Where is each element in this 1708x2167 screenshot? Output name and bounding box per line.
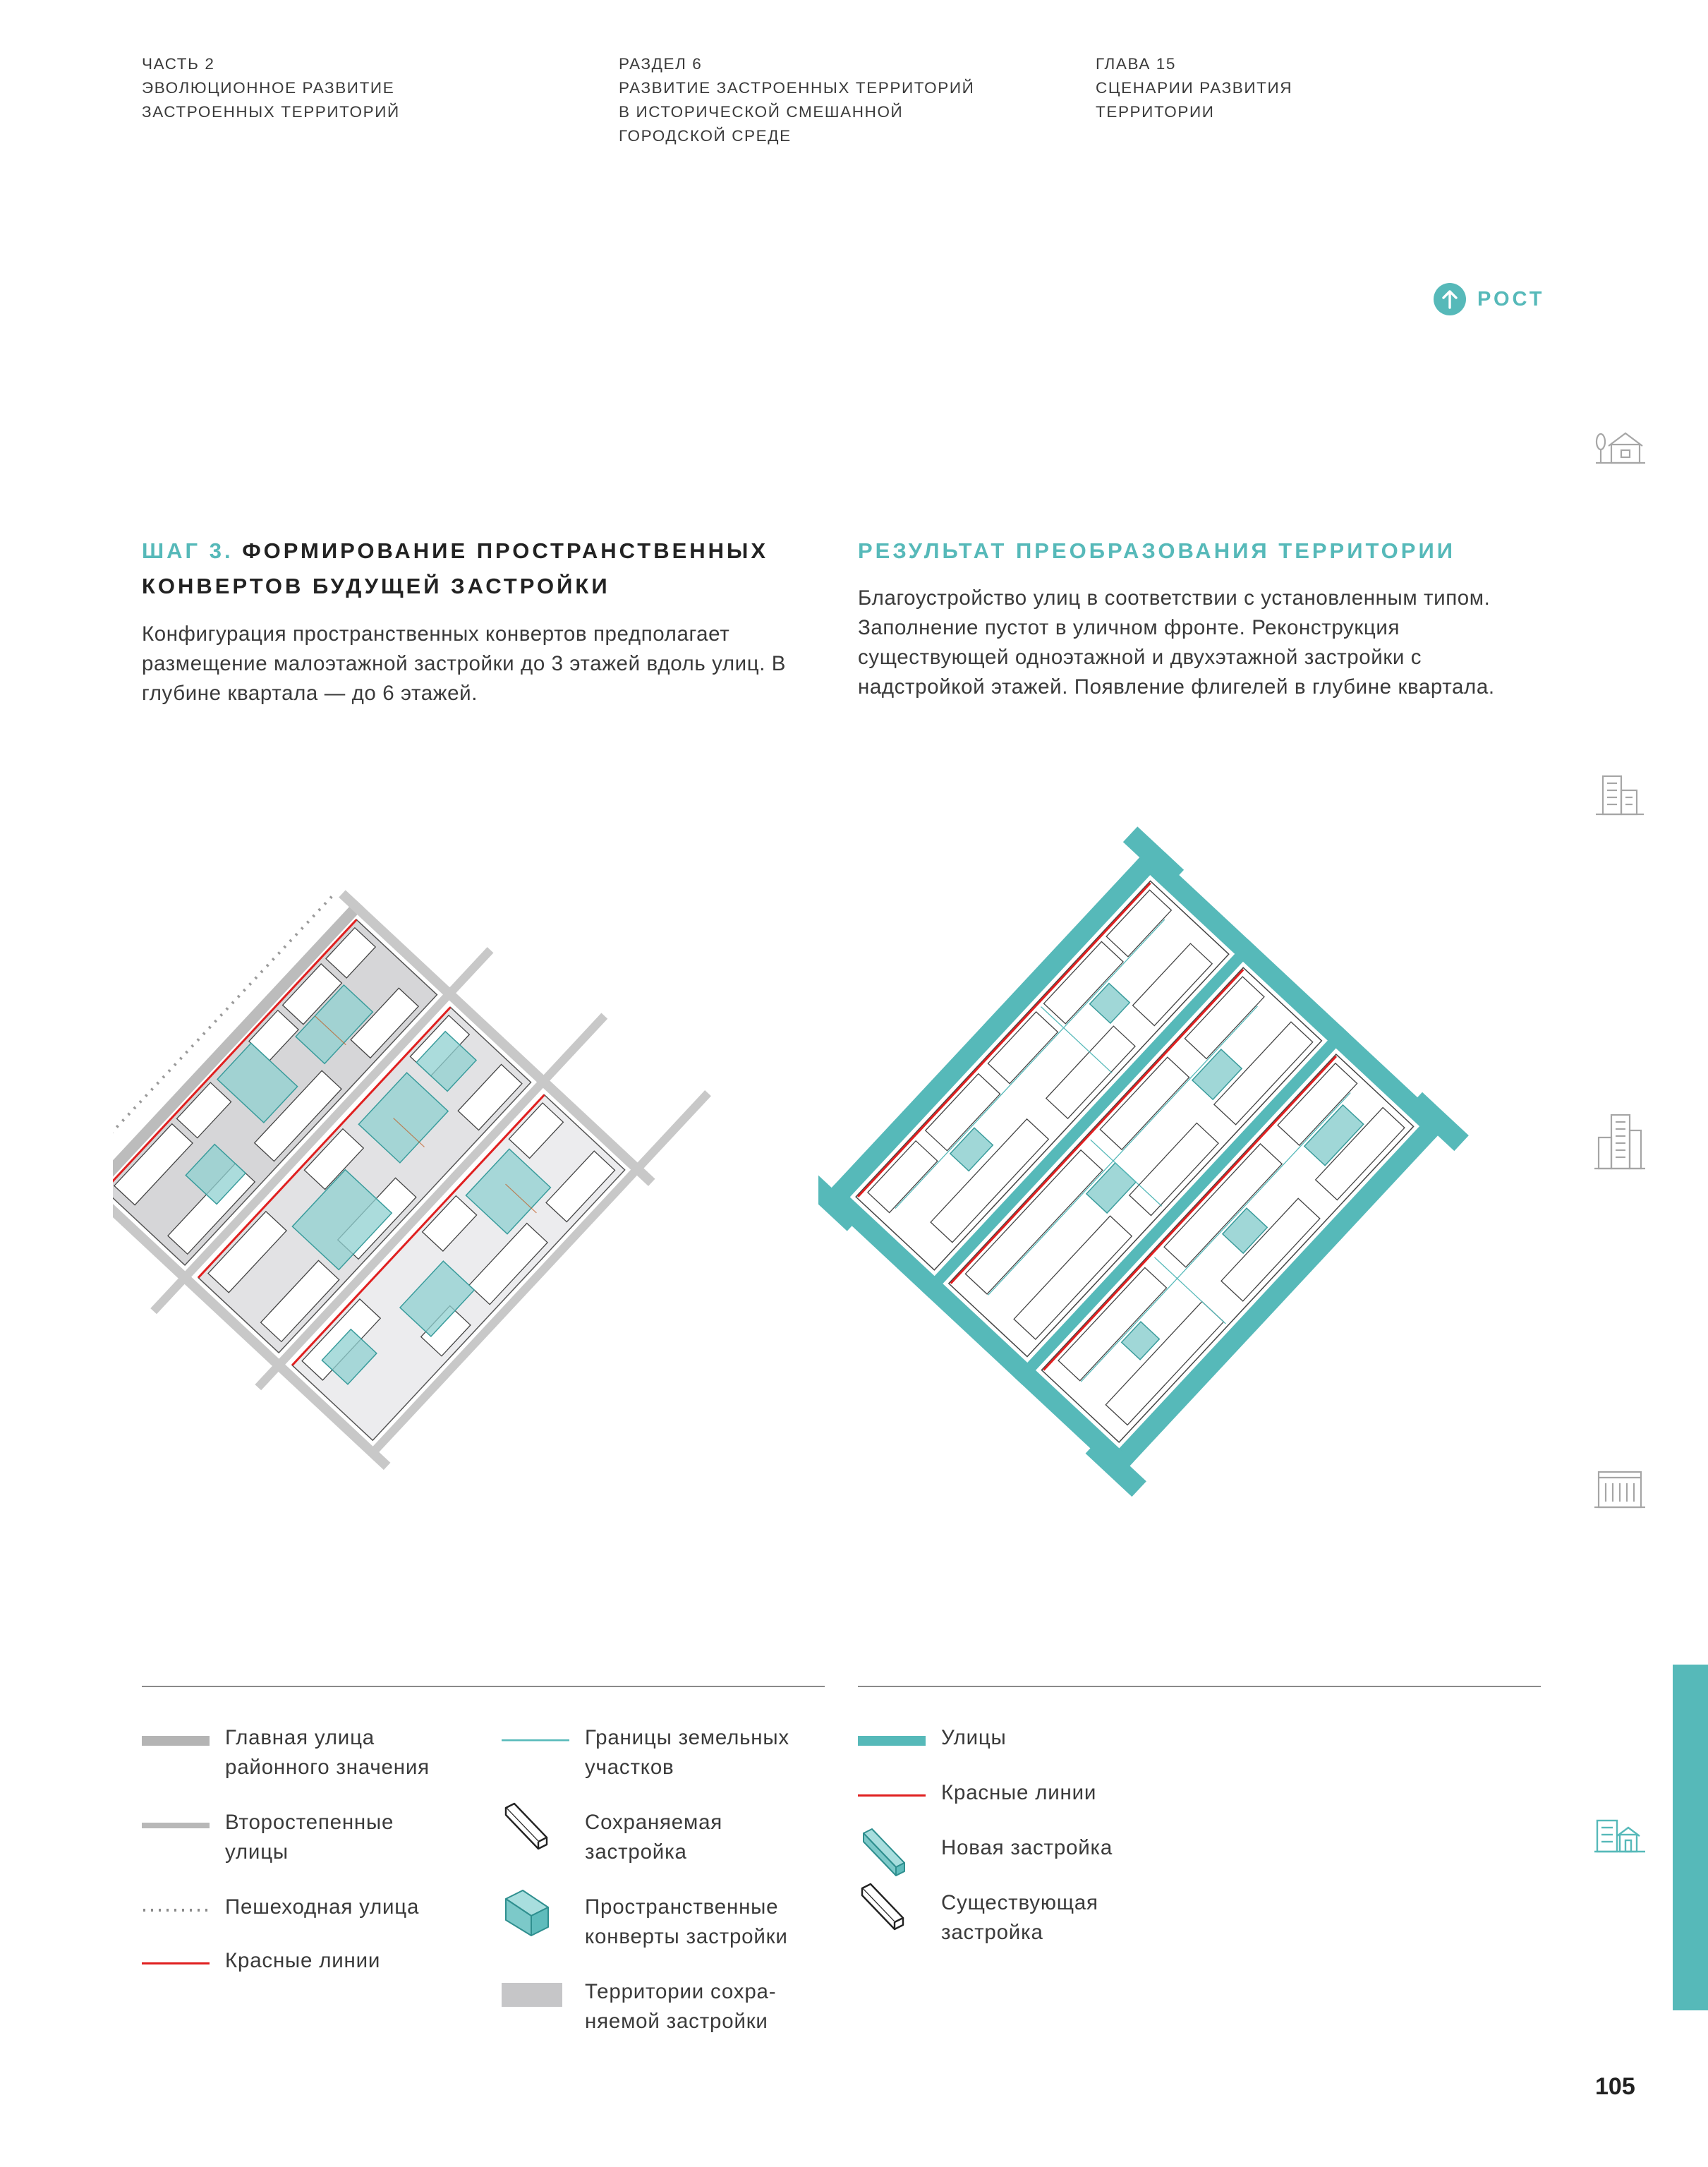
- street: [822, 1183, 1134, 1476]
- legend-label: Красные линии: [225, 1949, 381, 1972]
- secondary-street: [368, 1090, 711, 1458]
- streets-right: [818, 826, 1469, 1497]
- apartment-block-icon: [1594, 1471, 1645, 1509]
- scenario-badge: РОСТ: [1434, 283, 1544, 315]
- legend-pedestrian-street: Пешеходная улица: [142, 1893, 419, 1928]
- step-heading: ШАГ 3. ФОРМИРОВАНИЕ ПРОСТРАНСТВЕННЫХ КОН…: [142, 533, 847, 604]
- red-line: [856, 882, 1151, 1198]
- step-paragraph: Конфигурация пространственных конвертов …: [142, 622, 787, 705]
- legend-preserved-territories: Территории сохра- няемой застройки: [502, 1977, 776, 2036]
- header-chapter-line: ГЛАВА 15: [1096, 55, 1177, 73]
- street: [1135, 847, 1448, 1140]
- legend-label: Главная улица районного значения: [225, 1726, 430, 1779]
- red-line-swatch: [142, 1962, 210, 1964]
- result-isometric-diagram: [818, 826, 1469, 1497]
- running-header-chapter: ГЛАВА 15 СЦЕНАРИИ РАЗВИТИЯ ТЕРРИТОРИИ: [1096, 52, 1292, 124]
- street-stub: [1122, 826, 1185, 886]
- header-section-line: ГОРОДСКОЙ СРЕДЕ: [619, 127, 792, 145]
- main-street: [113, 900, 365, 1217]
- lowrise-building-icon: [1596, 775, 1644, 816]
- legend-preserved-buildings: Сохраняемая застройка: [502, 1802, 723, 1867]
- legend-new-buildings: Новая застройка: [858, 1828, 1113, 1876]
- step-prefix: ШАГ 3.: [142, 538, 234, 563]
- step-title-line2: КОНВЕРТОВ БУДУЩЕЙ ЗАСТРОЙКИ: [142, 574, 610, 598]
- header-section-line: РАЗВИТИЕ ЗАСТРОЕННЫХ ТЕРРИТОРИЙ: [619, 79, 975, 97]
- legend-label: Территории сохра- няемой застройки: [585, 1980, 777, 2033]
- legend-spatial-envelopes: Пространственные конверты застройки: [502, 1890, 788, 1952]
- thin-gray-line-swatch: [142, 1823, 210, 1828]
- cross-street: [339, 890, 655, 1186]
- legend-divider: [142, 1686, 825, 1687]
- legend-label: Сохраняемая застройка: [585, 1811, 723, 1864]
- cross-street: [113, 1173, 391, 1471]
- outline-block-icon: [504, 1802, 548, 1850]
- header-part-line: ЗАСТРОЕННЫХ ТЕРРИТОРИЙ: [142, 103, 400, 121]
- legend-label: Второстепенные улицы: [225, 1811, 394, 1864]
- street: [1106, 1111, 1448, 1476]
- secondary-street: [255, 1013, 608, 1391]
- thick-teal-line-swatch: [858, 1736, 926, 1746]
- legend-label: Новая застройка: [941, 1836, 1113, 1859]
- street: [921, 939, 1256, 1298]
- legend-red-lines-result: Красные линии: [858, 1778, 1096, 1813]
- legend-red-lines: Красные линии: [142, 1946, 380, 1981]
- header-chapter-line: СЦЕНАРИИ РАЗВИТИЯ: [1096, 79, 1293, 97]
- red-line-swatch: [858, 1794, 926, 1797]
- gray-fill-rect-swatch: [502, 1983, 562, 2007]
- streets-left: [113, 890, 711, 1471]
- street-stub: [1407, 1092, 1469, 1152]
- red-line: [950, 969, 1244, 1284]
- legend-existing-buildings: Существующая застройка: [858, 1883, 1098, 1948]
- result-paragraph: Благоустройство улиц в соответствии с ус…: [858, 586, 1495, 699]
- teal-block-icon: [863, 1828, 905, 1876]
- legend-label: Границы земельных участков: [585, 1726, 789, 1779]
- legend-streets: Улицы: [858, 1723, 1007, 1758]
- legend-label: Улицы: [941, 1726, 1007, 1749]
- thick-gray-line-swatch: [142, 1736, 210, 1746]
- red-line: [291, 1094, 545, 1366]
- red-line: [197, 1006, 452, 1279]
- teal-volume-icon: [505, 1890, 549, 1936]
- running-header-section: РАЗДЕЛ 6 РАЗВИТИЕ ЗАСТРОЕННЫХ ТЕРРИТОРИЙ…: [619, 52, 974, 148]
- running-header-part: ЧАСТЬ 2 ЭВОЛЮЦИОННОЕ РАЗВИТИЕ ЗАСТРОЕННЫ…: [142, 52, 400, 124]
- page-number: 105: [1595, 2073, 1635, 2100]
- quarters-right: [855, 880, 1415, 1444]
- highrise-building-icon: [1594, 1113, 1645, 1170]
- mixed-district-icon: [1594, 1819, 1645, 1853]
- header-chapter-line: ТЕРРИТОРИИ: [1096, 103, 1215, 121]
- badge-label: РОСТ: [1477, 287, 1545, 310]
- legend-label: Пространственные конверты застройки: [585, 1895, 788, 1948]
- legend-main-street: Главная улица районного значения: [142, 1723, 430, 1782]
- step-title-line1: ФОРМИРОВАНИЕ ПРОСТРАНСТВЕННЫХ: [242, 538, 769, 563]
- red-line: [113, 919, 358, 1191]
- secondary-street: [150, 947, 494, 1315]
- chapter-tab-marker: [1673, 1665, 1708, 2010]
- header-part-line: ЧАСТЬ 2: [142, 55, 215, 73]
- street: [822, 857, 1154, 1212]
- header-section-line: В ИСТОРИЧЕСКОЙ СМЕШАННОЙ: [619, 103, 904, 121]
- legend-divider: [858, 1686, 1541, 1687]
- result-heading: РЕЗУЛЬТАТ ПРЕОБРАЗОВАНИЯ ТЕРРИТОРИИ: [858, 538, 1456, 563]
- thin-teal-line-swatch: [502, 1739, 569, 1742]
- header-section-line: РАЗДЕЛ 6: [619, 55, 703, 73]
- quarter-block: [855, 880, 1230, 1271]
- street-stub: [1085, 1437, 1146, 1497]
- step3-isometric-diagram: [113, 890, 711, 1471]
- header-part-line: ЭВОЛЮЦИОННОЕ РАЗВИТИЕ: [142, 79, 395, 97]
- legend-land-plot-boundaries: Границы земельных участков: [502, 1723, 789, 1782]
- legend-label: Существующая застройка: [941, 1891, 1098, 1944]
- arrow-up-circle-icon: [1434, 283, 1466, 315]
- quarters-left: [113, 919, 626, 1442]
- legend-secondary-street: Второстепенные улицы: [142, 1808, 394, 1867]
- outline-block-icon: [861, 1883, 904, 1931]
- house-tree-icon: [1595, 432, 1645, 464]
- street: [1014, 1026, 1350, 1385]
- street-stub: [818, 1172, 862, 1231]
- red-line: [1043, 1055, 1338, 1371]
- legend-label: Пешеходная улица: [225, 1895, 420, 1919]
- legend-label: Красные линии: [941, 1781, 1097, 1804]
- dotted-line-swatch: [143, 1909, 208, 1912]
